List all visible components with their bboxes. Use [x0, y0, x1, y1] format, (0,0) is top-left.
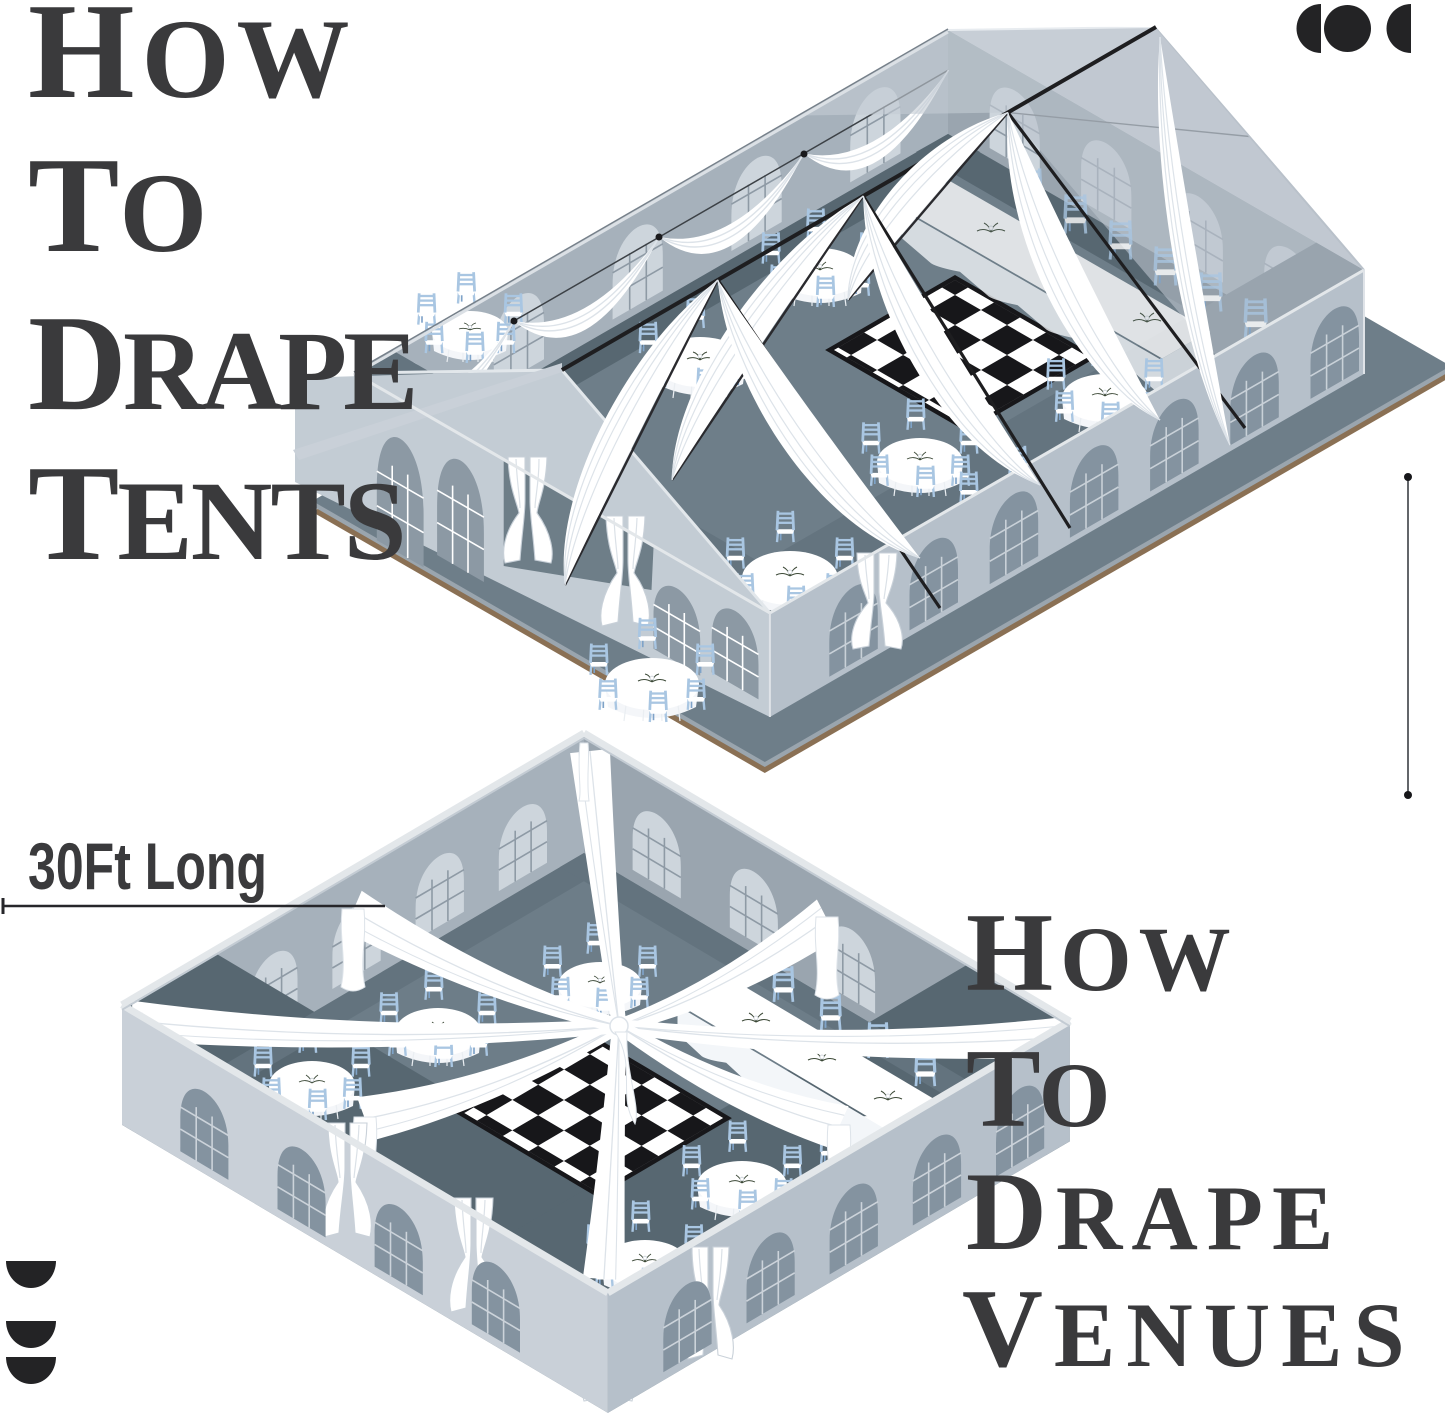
svg-text:TO: TO	[966, 1027, 1108, 1151]
svg-text:HOW: HOW	[28, 0, 356, 127]
svg-text:DRAPE: DRAPE	[966, 1150, 1342, 1274]
svg-text:TENTS: TENTS	[28, 437, 405, 589]
svg-text:VENUES: VENUES	[962, 1267, 1416, 1391]
svg-text:HOW: HOW	[966, 891, 1238, 1015]
svg-text:TO: TO	[28, 129, 207, 281]
svg-text:30Ft Long: 30Ft Long	[28, 829, 267, 903]
svg-text:DRAPE: DRAPE	[28, 287, 415, 439]
